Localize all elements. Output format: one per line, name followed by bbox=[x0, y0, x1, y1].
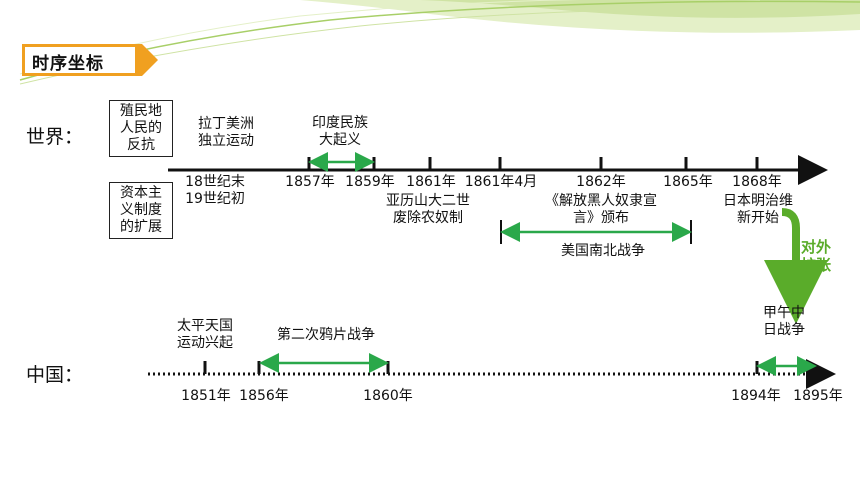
world-row-label: 世界： bbox=[26, 126, 84, 148]
tick-label-1856: 1856年 bbox=[239, 388, 289, 404]
expansion-arrow bbox=[764, 208, 828, 324]
capitalism-expansion-box: 资本主 义制度 的扩展 bbox=[109, 182, 173, 239]
world-ticks bbox=[307, 157, 759, 170]
title-badge: 时序坐标 bbox=[22, 44, 162, 76]
tick-label-1860: 1860年 bbox=[363, 388, 413, 404]
tick-label-18c: 18世纪末 19世纪初 bbox=[185, 174, 245, 207]
tick-label-1861-apr: 1861年4月 bbox=[464, 174, 538, 190]
tick-label-1895: 1895年 bbox=[793, 388, 843, 404]
event-meiji: 日本明治维 新开始 bbox=[723, 193, 793, 226]
expansion-label: 对外 扩张 bbox=[800, 238, 831, 274]
tick-label-1865: 1865年 bbox=[663, 174, 713, 190]
tick-label-1859: 1859年 bbox=[345, 174, 395, 190]
tick-label-1868: 1868年 bbox=[732, 174, 782, 190]
tick-label-1861: 1861年 bbox=[406, 174, 456, 190]
colonial-resistance-box: 殖民地 人民的 反抗 bbox=[109, 100, 173, 157]
event-latin-america: 拉丁美洲 独立运动 bbox=[198, 116, 254, 149]
tick-label-1851: 1851年 bbox=[181, 388, 231, 404]
tick-label-1894: 1894年 bbox=[731, 388, 781, 404]
event-sino-japanese-war: 甲午中 日战争 bbox=[763, 305, 805, 338]
event-emancipation: 《解放黑人奴隶宣 言》颁布 bbox=[545, 193, 657, 226]
tick-label-1862: 1862年 bbox=[576, 174, 626, 190]
tick-label-1857: 1857年 bbox=[285, 174, 335, 190]
page-title: 时序坐标 bbox=[32, 54, 104, 74]
event-russia-serfdom: 亚历山大二世 废除农奴制 bbox=[386, 193, 470, 226]
event-india-uprising: 印度民族 大起义 bbox=[312, 115, 368, 148]
header-decoration bbox=[19, 0, 860, 85]
event-us-civil-war: 美国南北战争 bbox=[561, 243, 645, 259]
event-second-opium-war: 第二次鸦片战争 bbox=[277, 327, 375, 343]
title-badge-shape bbox=[22, 44, 158, 76]
china-row-label: 中国： bbox=[26, 364, 84, 386]
event-taiping: 太平天国 运动兴起 bbox=[177, 318, 233, 351]
